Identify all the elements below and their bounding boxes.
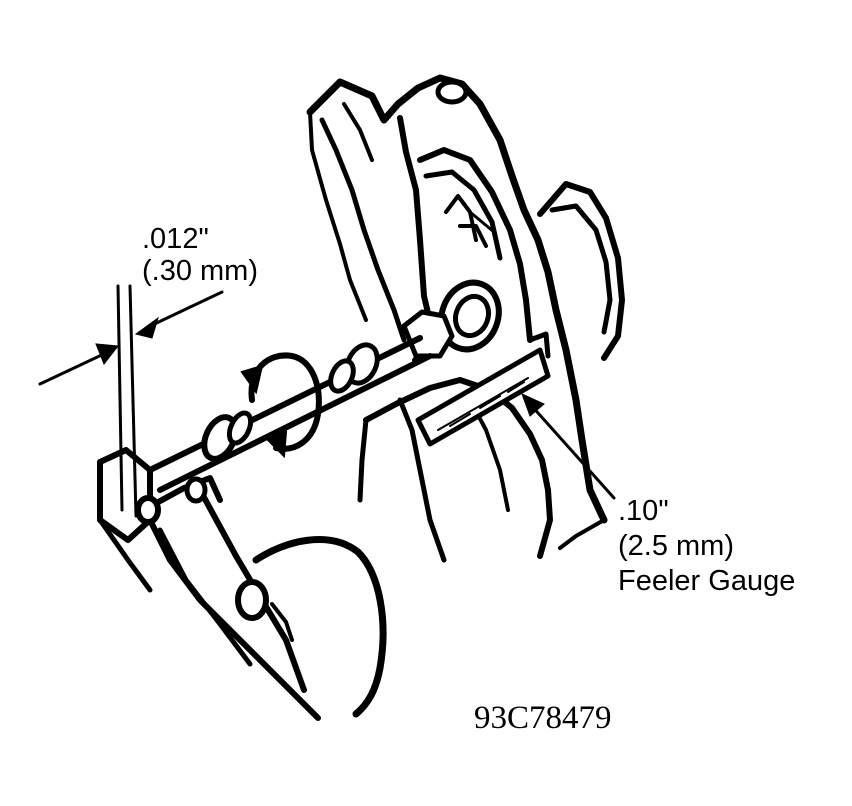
engine-housing — [306, 74, 625, 563]
pulley-housing — [252, 536, 387, 718]
figure-code: 93C78479 — [474, 700, 612, 736]
gauge-name-label: Feeler Gauge — [618, 565, 795, 597]
gauge-inch-label: .10" — [618, 495, 669, 527]
rocker-arm — [97, 447, 321, 721]
gauge-mm-label: (2.5 mm) — [618, 530, 734, 562]
rotation-arrows — [240, 352, 322, 459]
clearance-mm-label: (.30 mm) — [142, 255, 258, 287]
gauge-leader — [521, 393, 616, 500]
valve-assembly — [147, 279, 502, 493]
clearance-dimension — [38, 284, 224, 518]
clearance-inch-label: .012" — [142, 223, 209, 255]
feeler-gauge — [415, 331, 551, 447]
